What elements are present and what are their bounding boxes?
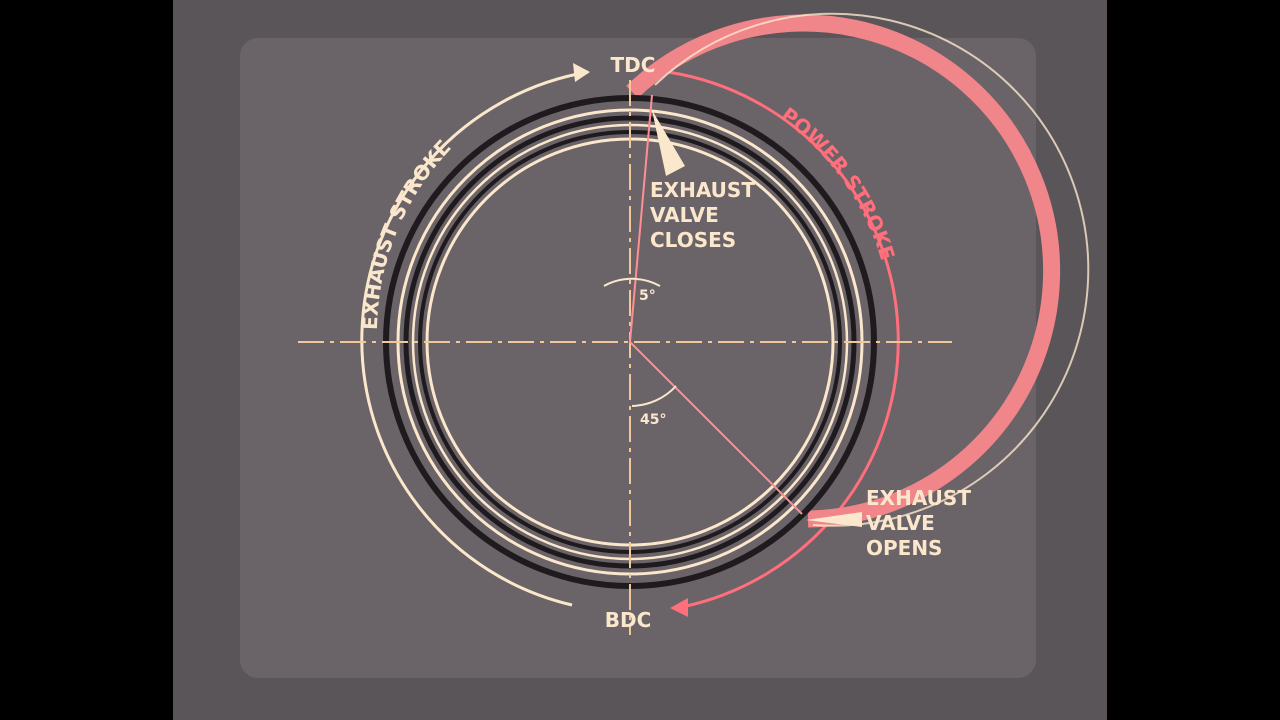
closes-leader (652, 110, 685, 176)
valve-closes-label: EXHAUST VALVE CLOSES (650, 178, 755, 252)
closes-line-1: EXHAUST (650, 178, 755, 202)
opens-leader (806, 512, 862, 527)
valve-opens-line (629, 341, 803, 515)
exhaust-stroke-outer-arc (360, 70, 589, 607)
opens-angle-value: 45° (640, 412, 666, 428)
opens-line-1: EXHAUST (866, 486, 971, 510)
closes-angle-value: 5° (639, 288, 656, 304)
opens-line-3: OPENS (866, 536, 942, 560)
valve-opens-label: EXHAUST VALVE OPENS (866, 486, 971, 560)
power-stroke-outer-arc (667, 70, 900, 609)
opens-line-2: VALVE (866, 511, 935, 535)
closes-line-2: VALVE (650, 203, 719, 227)
opens-angle-arc (631, 385, 677, 407)
bdc-label: BDC (605, 608, 652, 632)
power-stroke-arrowhead (670, 598, 688, 617)
exhaust-duration-band-edge (654, 12, 1090, 527)
exhaust-stroke-arrowhead (573, 63, 590, 82)
exhaust-stroke-label: EXHAUST STROKE (358, 135, 456, 330)
valve-closes-line (629, 94, 653, 343)
closes-line-3: CLOSES (650, 228, 736, 252)
tdc-label: TDC (611, 53, 656, 77)
exhaust-duration-band (626, 14, 1061, 528)
closes-angle-arc (603, 277, 661, 287)
projection-screen (240, 38, 1036, 678)
